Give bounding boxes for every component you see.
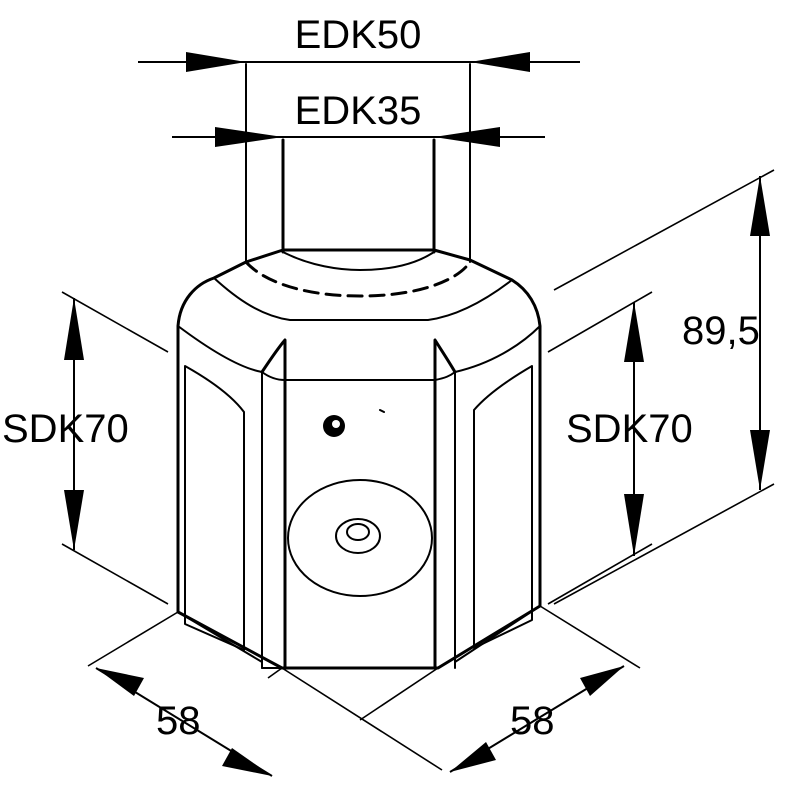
label-left-sdk70: SDK70 [2, 407, 129, 451]
label-edk35: EDK35 [295, 89, 422, 133]
knockout-outer [287, 479, 433, 597]
small-mark [379, 409, 385, 413]
dimension-overall-height: 89,5 [553, 169, 775, 605]
bottom-left-edge [177, 611, 263, 663]
knockout-hole [346, 523, 370, 541]
label-left-58: 58 [156, 699, 201, 743]
dimension-left-58: 58 [87, 611, 443, 777]
label-right-58: 58 [510, 699, 555, 743]
label-overall-height: 89,5 [682, 309, 760, 353]
right-face-outer-edge [454, 325, 541, 669]
screw-icon [323, 415, 345, 437]
front-face-right-edge [433, 338, 457, 670]
bottom-right-edge [454, 605, 541, 663]
right-panel [473, 365, 533, 649]
collar-opening-back [282, 251, 435, 271]
dimension-edk50: EDK50 [138, 13, 580, 72]
dimension-right-sdk70: SDK70 [547, 291, 693, 605]
top-face-front-edge [213, 277, 513, 321]
knockout-ring [335, 518, 381, 554]
label-right-sdk70: SDK70 [566, 407, 693, 451]
dimension-right-58: 58 [267, 605, 641, 773]
label-edk50: EDK50 [295, 13, 422, 57]
front-face-top-edge [261, 371, 456, 381]
left-face-outer-edge [177, 325, 263, 669]
dimension-left-sdk70: SDK70 [2, 291, 169, 605]
collar-opening-front [244, 260, 472, 298]
left-panel [184, 365, 245, 651]
body-outline [176, 248, 542, 670]
front-face-left-edge [260, 338, 287, 670]
corner-piece-body [176, 63, 542, 670]
dimension-edk35: EDK35 [172, 89, 545, 147]
